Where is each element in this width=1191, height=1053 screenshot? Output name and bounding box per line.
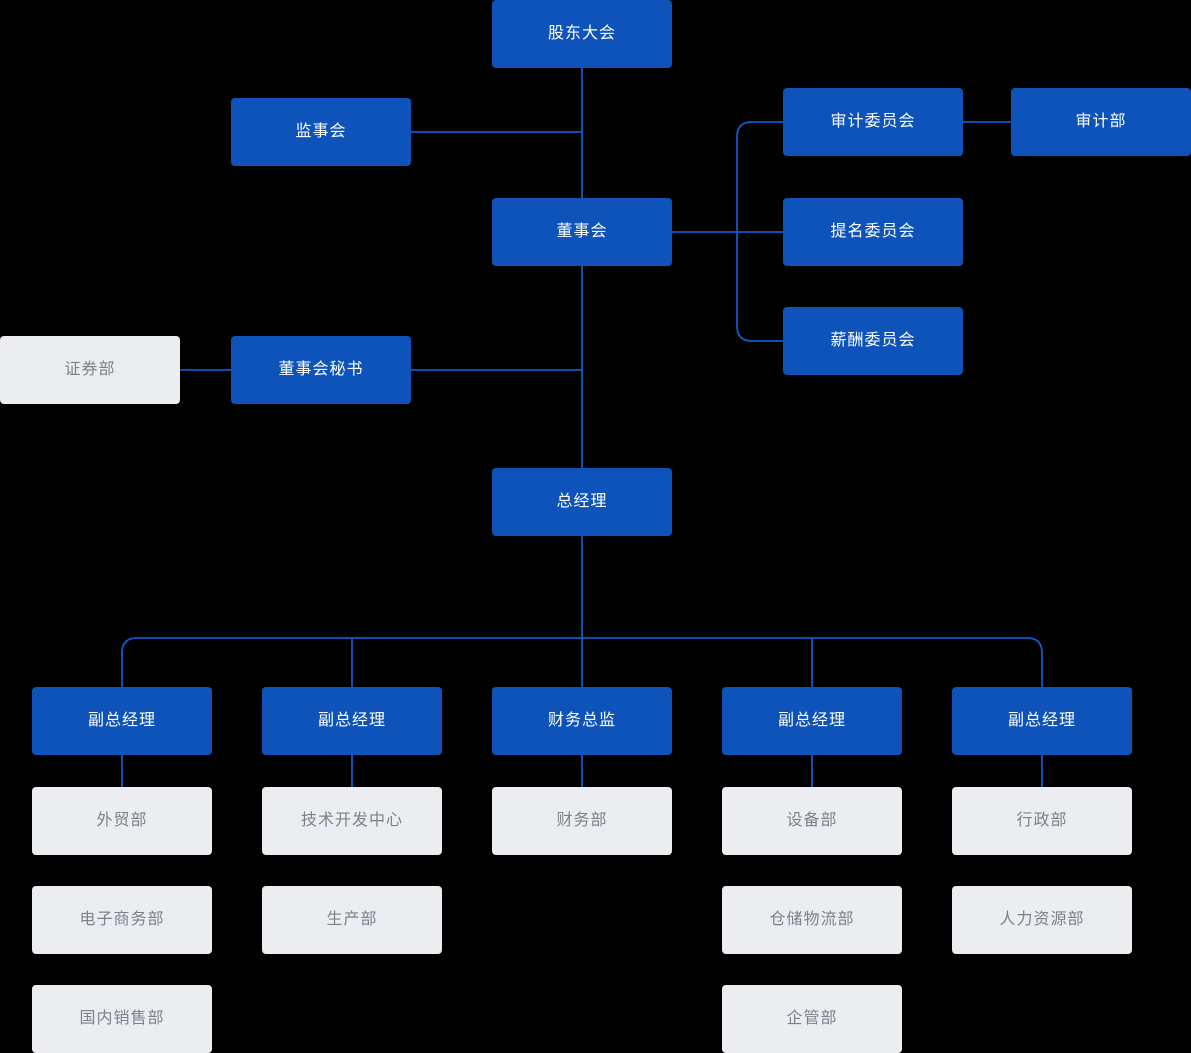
node-label: 副总经理 (87, 712, 156, 729)
node-board-of-directors[interactable]: 董事会 (492, 198, 672, 266)
node-label: 企管部 (786, 1010, 838, 1027)
node-label: 审计部 (1075, 113, 1127, 130)
node-domestic-sales-department[interactable]: 国内销售部 (32, 985, 212, 1053)
node-enterprise-management-department[interactable]: 企管部 (722, 985, 902, 1053)
node-nomination-committee[interactable]: 提名委员会 (783, 198, 963, 266)
node-label: 生产部 (326, 911, 378, 928)
node-label: 电子商务部 (79, 911, 165, 928)
node-label: 外贸部 (96, 812, 148, 829)
node-finance-department[interactable]: 财务部 (492, 787, 672, 855)
node-label: 董事会秘书 (278, 361, 364, 378)
node-label: 审计委员会 (830, 113, 916, 130)
node-finance-director[interactable]: 财务总监 (492, 687, 672, 755)
connector-committee-bracket (736, 121, 783, 342)
node-audit-committee[interactable]: 审计委员会 (783, 88, 963, 156)
node-foreign-trade-department[interactable]: 外贸部 (32, 787, 212, 855)
node-deputy-gm-1[interactable]: 副总经理 (32, 687, 212, 755)
node-equipment-department[interactable]: 设备部 (722, 787, 902, 855)
node-admin-department[interactable]: 行政部 (952, 787, 1132, 855)
node-board-secretary[interactable]: 董事会秘书 (231, 336, 411, 404)
node-label: 证券部 (64, 361, 116, 378)
node-deputy-gm-2[interactable]: 副总经理 (262, 687, 442, 755)
node-label: 副总经理 (1007, 712, 1076, 729)
node-label: 仓储物流部 (769, 911, 855, 928)
node-tech-development-center[interactable]: 技术开发中心 (262, 787, 442, 855)
node-label: 提名委员会 (830, 223, 916, 240)
node-label: 总经理 (556, 493, 608, 510)
node-label: 国内销售部 (79, 1010, 165, 1027)
node-label: 财务部 (556, 812, 608, 829)
node-label: 行政部 (1016, 812, 1068, 829)
node-warehouse-logistics-department[interactable]: 仓储物流部 (722, 886, 902, 954)
node-label: 设备部 (786, 812, 838, 829)
node-remuneration-committee[interactable]: 薪酬委员会 (783, 307, 963, 375)
node-audit-department[interactable]: 审计部 (1011, 88, 1191, 156)
node-supervisory-board[interactable]: 监事会 (231, 98, 411, 166)
node-deputy-gm-3[interactable]: 副总经理 (722, 687, 902, 755)
node-shareholders-meeting[interactable]: 股东大会 (492, 0, 672, 68)
node-label: 监事会 (295, 123, 347, 140)
node-hr-department[interactable]: 人力资源部 (952, 886, 1132, 954)
node-label: 技术开发中心 (300, 812, 403, 829)
node-label: 董事会 (556, 223, 608, 240)
node-securities-department[interactable]: 证券部 (0, 336, 180, 404)
node-label: 股东大会 (547, 25, 616, 42)
node-label: 薪酬委员会 (830, 332, 916, 349)
connector-branch-rail (121, 637, 1043, 687)
node-label: 副总经理 (317, 712, 386, 729)
node-label: 副总经理 (777, 712, 846, 729)
node-ecommerce-department[interactable]: 电子商务部 (32, 886, 212, 954)
node-label: 人力资源部 (999, 911, 1085, 928)
node-deputy-gm-4[interactable]: 副总经理 (952, 687, 1132, 755)
node-production-department[interactable]: 生产部 (262, 886, 442, 954)
node-label: 财务总监 (547, 712, 616, 729)
node-general-manager[interactable]: 总经理 (492, 468, 672, 536)
